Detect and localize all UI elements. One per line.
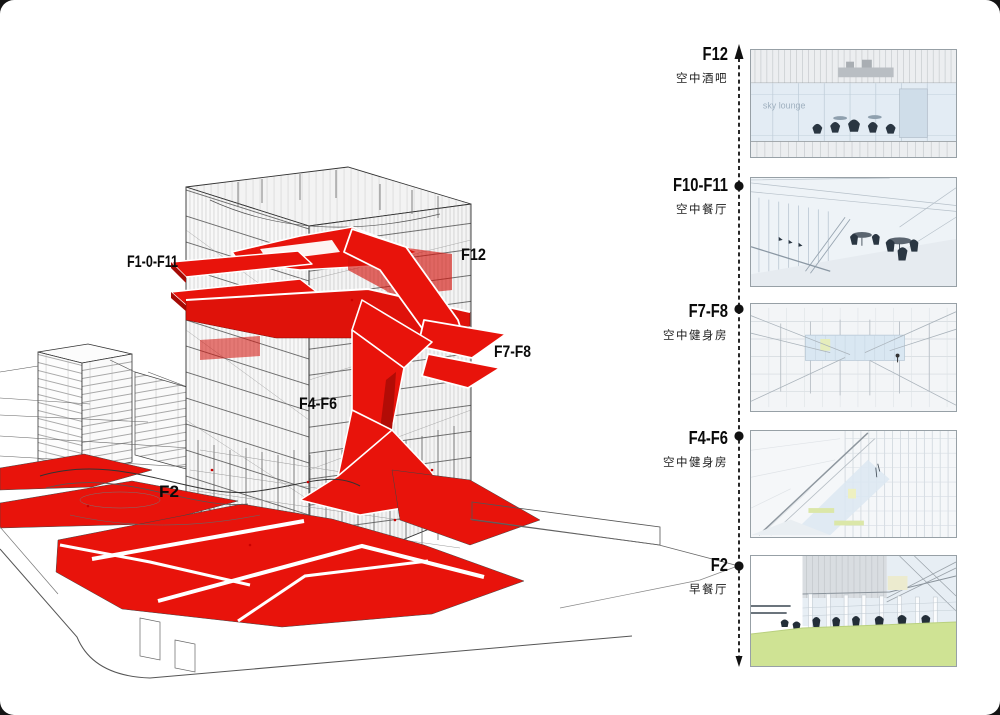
thumbnail-f12-sky-lounge: sky lounge [750, 49, 957, 158]
stop-label-f12: F12 空中酒吧 [578, 45, 728, 86]
canopy-lines [39, 468, 361, 526]
stop-use: 空中餐厅 [676, 204, 728, 216]
label-f2: F2 [159, 482, 179, 501]
label-f7-f8: F7-F8 [494, 342, 531, 361]
left-annex-wireframe [0, 343, 241, 473]
stop-bullet-f7-f8 [734, 304, 744, 314]
thumbnail-f7-f8-gym [750, 303, 957, 412]
ground-red-plates [0, 453, 541, 628]
stop-bullet-f4-f6 [734, 431, 744, 441]
stop-label-f2: F2 早餐厅 [578, 556, 728, 597]
stop-label-f7-f8: F7-F8 空中健身房 [578, 302, 728, 343]
sky-lounge-text: sky lounge [763, 100, 806, 110]
stop-floor: F4-F6 [688, 428, 728, 448]
thumbnail-f4-f6-gym [750, 430, 957, 538]
stop-floor: F7-F8 [688, 301, 728, 321]
arrow-up-icon [734, 44, 744, 59]
stop-bullet-f2 [734, 561, 744, 571]
red-circulation-ribbon [170, 226, 507, 516]
stop-floor: F12 [702, 44, 728, 64]
stop-use: 空中健身房 [663, 457, 728, 469]
stop-use: 空中健身房 [663, 330, 728, 342]
label-f10-f11: F1-0-F11 [127, 252, 178, 271]
stop-label-f4-f6: F4-F6 空中健身房 [578, 429, 728, 470]
site-boundary [0, 501, 736, 679]
stop-bullet-f10-f11 [734, 181, 744, 191]
stop-floor: F2 [710, 555, 728, 575]
terrace-chairs [780, 615, 931, 629]
stop-use: 空中酒吧 [676, 73, 728, 85]
restaurant-furniture [778, 232, 919, 261]
label-f12: F12 [461, 245, 486, 264]
stop-label-f10-f11: F10-F11 空中餐厅 [578, 176, 728, 217]
people-dots [86, 298, 434, 547]
thumbnail-f2-breakfast [750, 555, 957, 667]
stop-floor: F10-F11 [673, 175, 728, 195]
stop-use: 早餐厅 [689, 584, 728, 596]
arrow-down-icon [735, 656, 743, 667]
lounge-chairs [812, 115, 896, 134]
thumbnail-f10-f11-restaurant [750, 177, 957, 287]
label-f4-f6: F4-F6 [299, 394, 337, 413]
timeline-axis [734, 44, 744, 667]
